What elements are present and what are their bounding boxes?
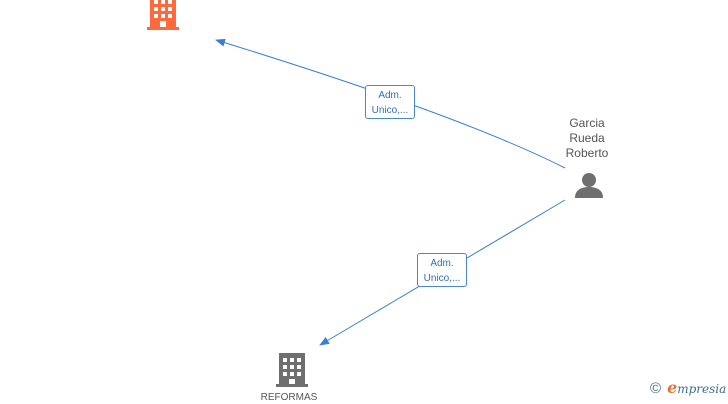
edge-label-line: Adm. (430, 258, 454, 269)
edge-person-to-company-top[interactable] (215, 38, 566, 169)
brand-initial: e (667, 378, 678, 397)
person-name-label[interactable]: Garcia Rueda Roberto (551, 116, 623, 161)
copyright-symbol: © (650, 380, 662, 397)
company-bottom-label[interactable]: REFORMAS (260, 392, 318, 403)
brand-logo: © empresia (650, 378, 726, 400)
building-icon[interactable] (147, 0, 179, 30)
person-name-line: Garcia (569, 116, 605, 130)
person-icon[interactable] (575, 173, 603, 198)
person-name-line: Rueda (569, 131, 605, 145)
edge-label-line: Unico,... (423, 273, 461, 284)
building-icon[interactable] (276, 353, 308, 387)
edge-label-line: Adm. (378, 90, 402, 101)
person-name-line: Roberto (565, 146, 609, 160)
edge-label-top[interactable]: Adm. Unico,... (365, 85, 415, 119)
edge-label-bottom[interactable]: Adm. Unico,... (417, 253, 467, 287)
edge-label-line: Unico,... (371, 105, 409, 116)
brand-name: mpresia (677, 382, 727, 396)
